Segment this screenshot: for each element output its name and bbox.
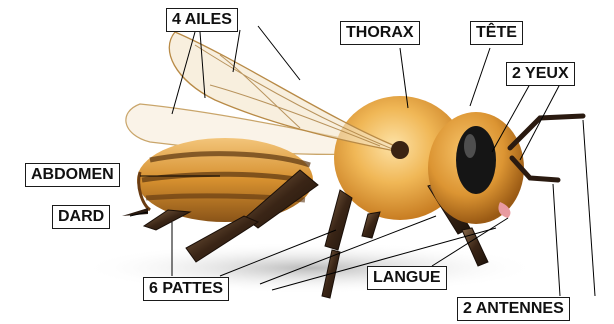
abdomen [137,138,313,222]
label-tongue: LANGUE [367,266,447,290]
label-stinger: DARD [52,205,110,229]
label-legs: 6 PATTES [143,277,229,301]
label-abdomen: ABDOMEN [25,163,120,187]
label-thorax: THORAX [340,21,420,45]
compound-eye [456,126,496,194]
label-eyes: 2 YEUX [506,62,575,86]
antennae [510,116,583,180]
label-antennae: 2 ANTENNES [457,297,570,321]
label-head: TÊTE [470,21,523,45]
wing-base [391,141,409,159]
label-wings: 4 AILES [166,8,238,32]
